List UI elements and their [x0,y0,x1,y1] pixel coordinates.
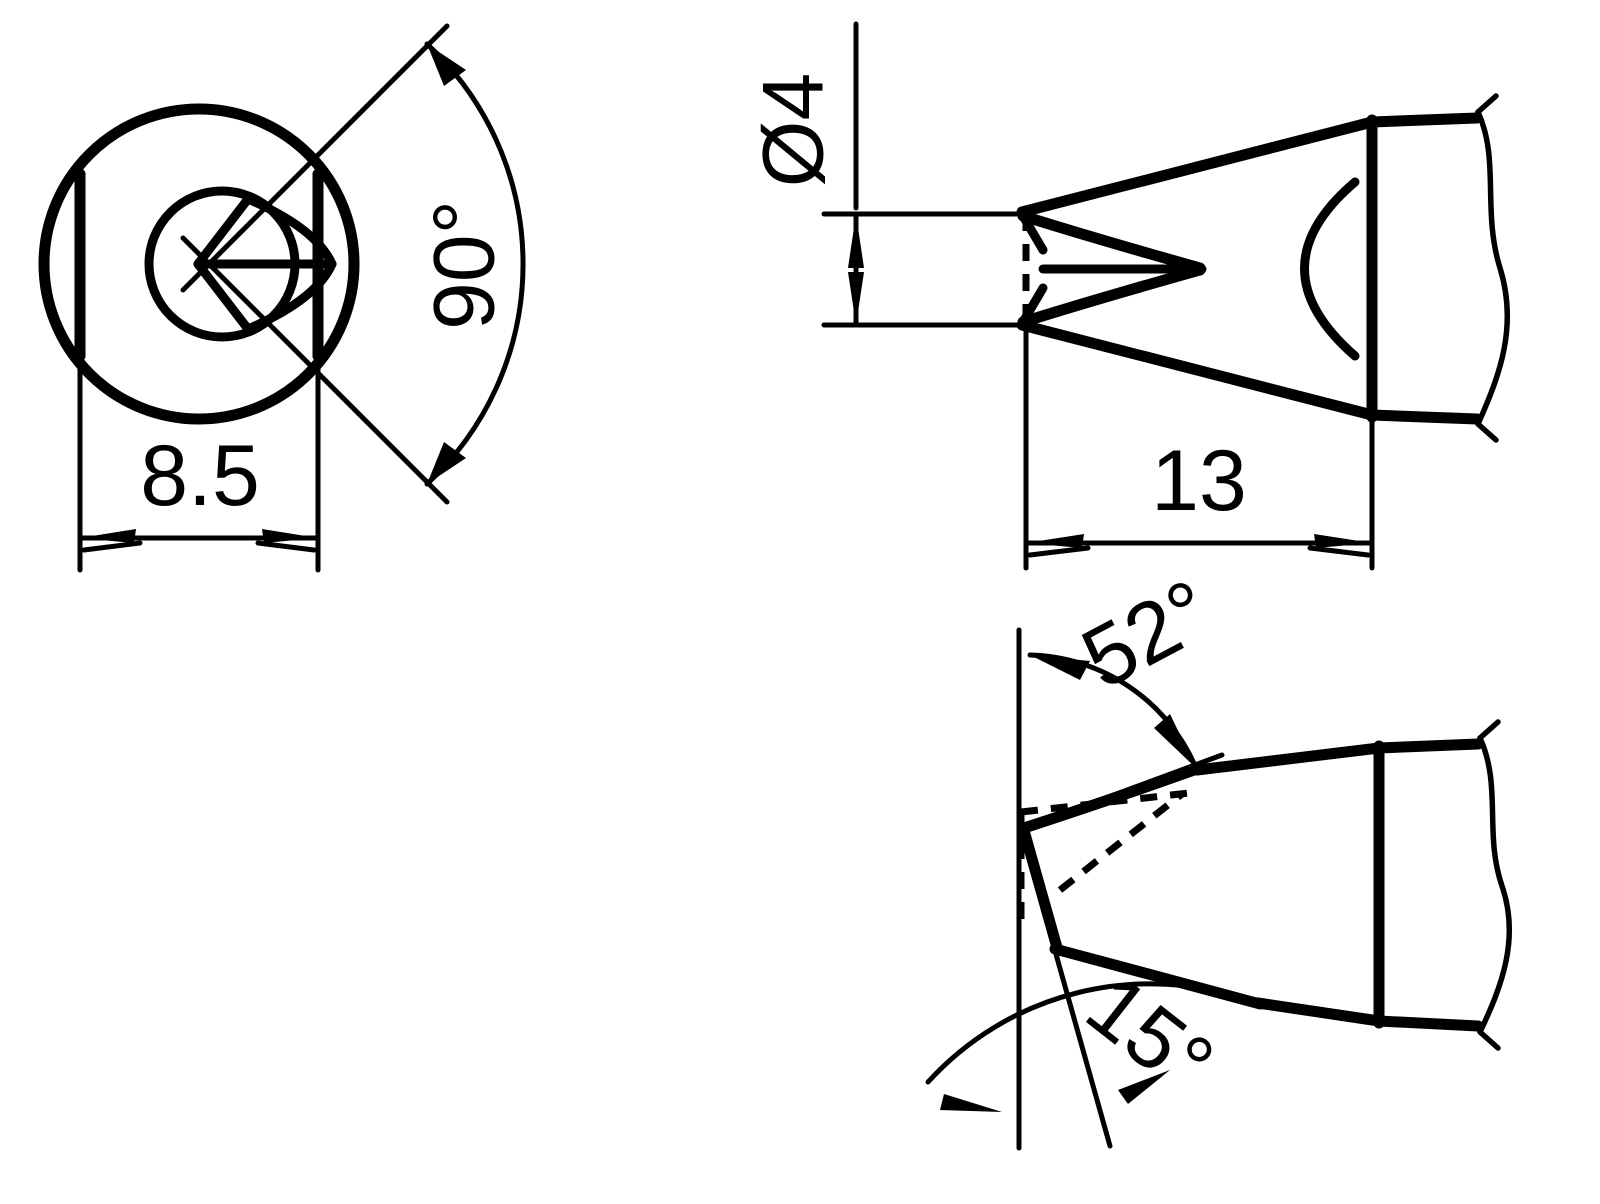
front-view: 90° 8.5 [38,23,526,573]
outer-body-circle [38,103,360,425]
bottom-break-tail-bottom [1477,1029,1501,1051]
dim-13-arrow-left [1026,534,1084,548]
dim-52-group: 52° [1021,562,1227,831]
dim-52-leader [1021,752,1225,831]
bottom-lower-body-edge [1252,997,1385,1027]
dim-d4-group: Ø4 [746,21,1029,328]
dim-8-5-arrow-right [262,529,318,543]
break-line-tail-bottom [1475,421,1499,443]
side-view-bottom: 52° 15° [925,562,1513,1151]
chisel-bevel-lower [1017,264,1206,328]
dim-15-arc [925,981,1253,1085]
dim-90-group: 90° [180,23,526,505]
dim-13-arrow-right [1314,534,1372,548]
dim-d4-arrow-lower [848,272,864,325]
dim-13-group: 13 [1023,327,1375,571]
dim-90-leader-upper [180,23,450,293]
break-line-tail-top [1475,93,1499,115]
break-line-wavy [1475,109,1511,427]
dim-15-leader [1018,827,1113,1149]
dim-13-arrow-right-tail [1307,545,1371,558]
chisel-bevel-upper [1017,210,1206,274]
dim-90-arrow-bottom [427,442,466,484]
dim-d4-label: Ø4 [746,73,842,188]
dim-8-5-arrow-right-tail [255,540,317,553]
dim-8-5-label: 8.5 [140,428,260,524]
dim-52-arrow-start [1030,655,1090,680]
dim-52-arrow-end [1154,714,1196,768]
dim-13-arrow-left-tail [1027,545,1091,558]
dim-8-5-arrow-left [80,529,136,543]
dim-8-5-arrow-left-tail [81,540,143,553]
bottom-break-line-wavy [1477,735,1513,1035]
dim-15-group: 15° [925,827,1253,1149]
taper-edge-upper [1016,116,1378,218]
dim-90-arrow-top [427,44,466,86]
dim-15-arrow-right [1118,1070,1170,1104]
taper-edge-lower [1016,319,1378,421]
chisel-left-edge-lower [1018,283,1048,327]
body-bottom-edge [1366,409,1483,425]
dim-90-leader-lower [180,235,450,505]
bottom-body-bottom-edge [1373,1015,1484,1032]
bottom-hidden-diagonal [1057,791,1185,893]
dim-52-label: 52° [1067,562,1227,708]
dim-13-label: 13 [1151,433,1247,529]
bottom-upper-body-edge [1191,742,1385,776]
dim-d4-arrow-upper [848,214,864,268]
body-top-edge [1366,112,1483,128]
interior-face-curve [1300,177,1360,361]
chisel-left-edge-upper [1018,211,1048,255]
bottom-break-tail-top [1477,719,1501,741]
dim-90-label: 90° [417,200,513,330]
bottom-tip-front-face [1017,821,1064,957]
side-view-top: Ø4 13 [746,21,1511,571]
dim-8-5-group: 8.5 [77,353,321,573]
dim-15-arrow-left [940,1094,1002,1112]
bottom-body-top-edge [1373,738,1484,754]
dim-90-arc [424,41,526,487]
